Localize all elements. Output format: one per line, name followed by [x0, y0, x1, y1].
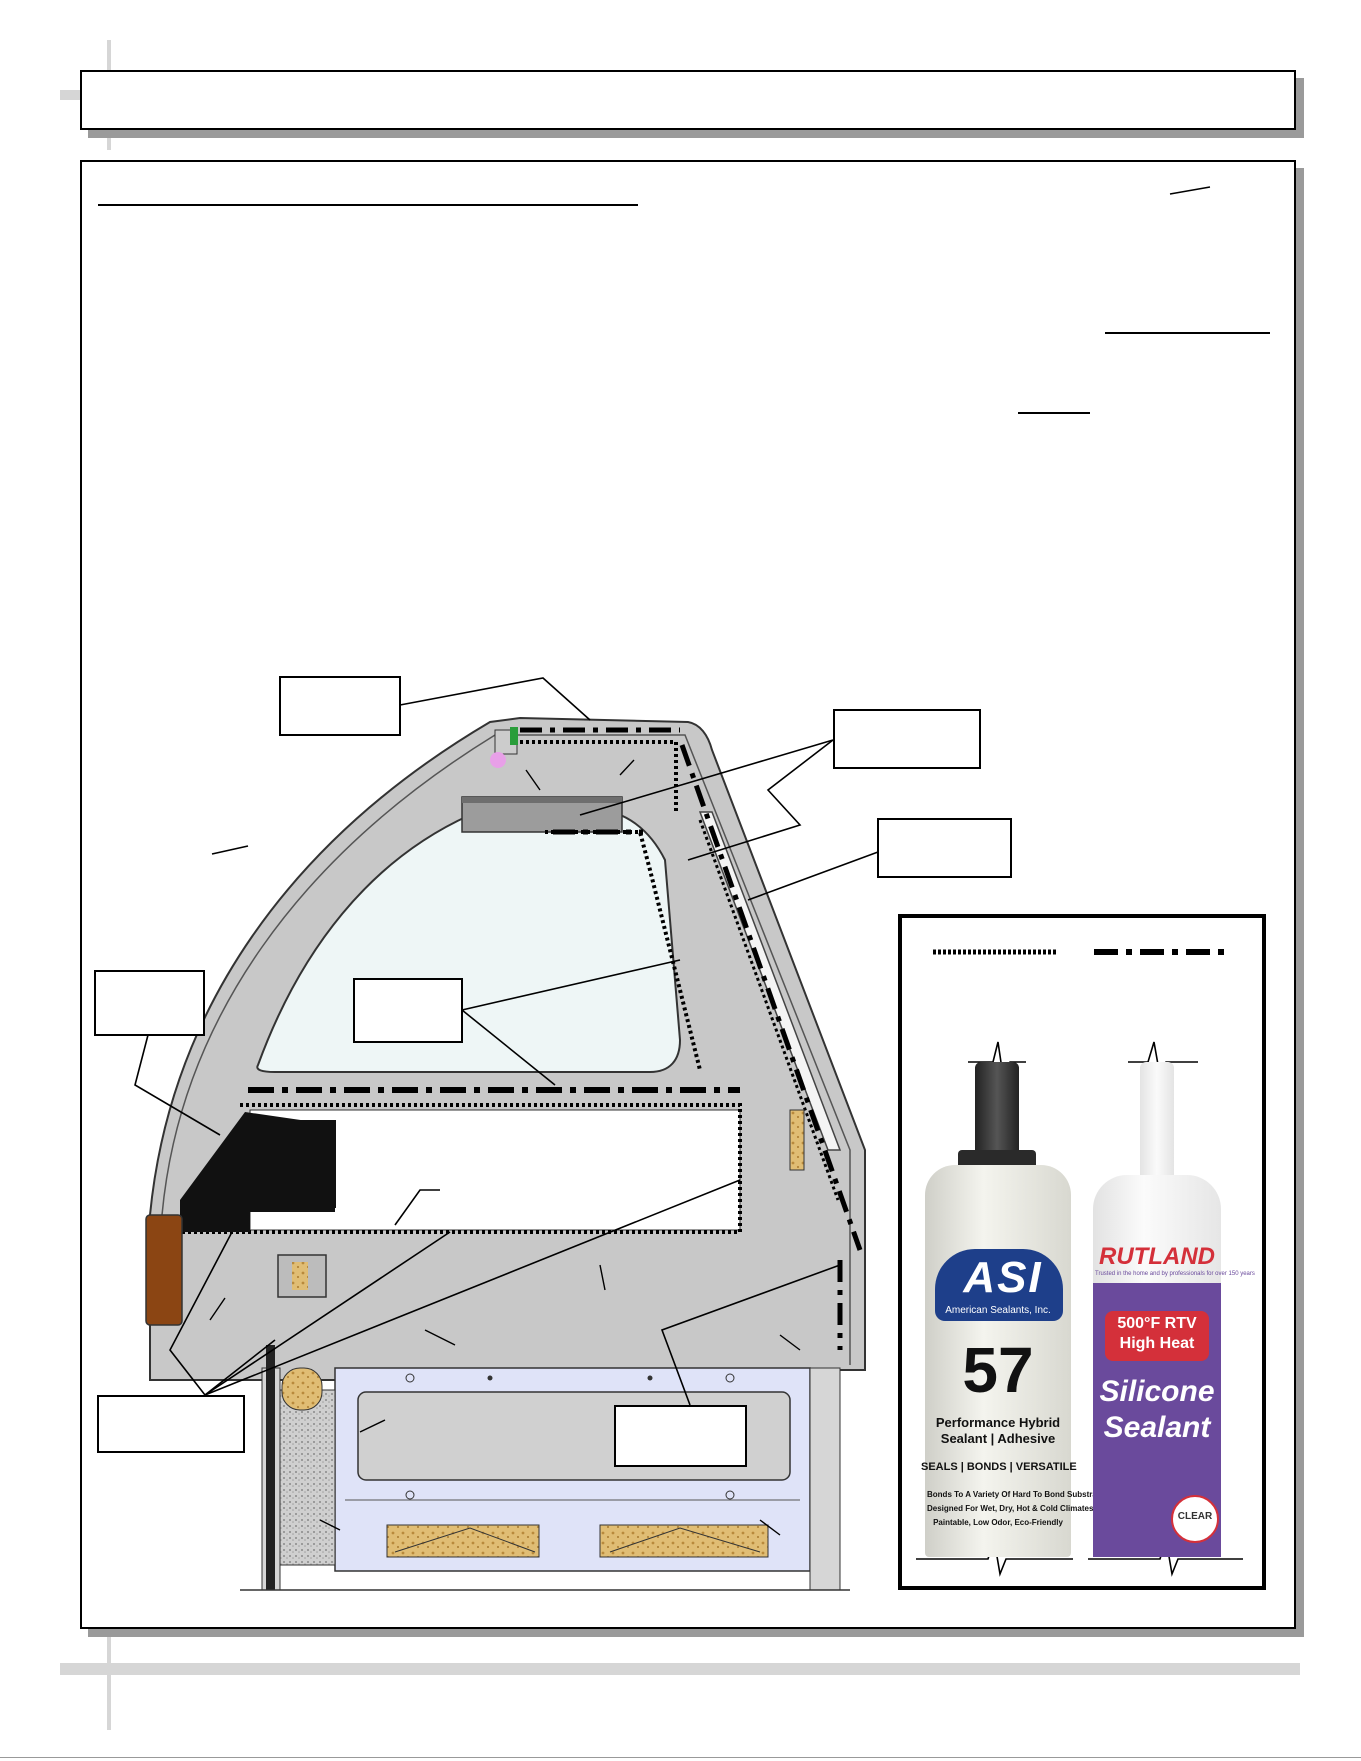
- heading-underline: [98, 204, 638, 206]
- asi-line5: Designed For Wet, Dry, Hot & Cold Climat…: [927, 1504, 1094, 1513]
- deck-dotted-outline: [180, 1103, 742, 1234]
- leader-deck-2: [461, 1009, 556, 1086]
- rutland-tube-nozzle: [1140, 1062, 1174, 1182]
- asi-line1: Performance Hybrid: [935, 1415, 1061, 1430]
- label-base: [614, 1405, 747, 1467]
- leader-deck-1: [461, 959, 681, 1011]
- asi-tube-body: ASI American Sealants, Inc. 57 Performan…: [921, 1165, 1109, 1557]
- front-bumper: [145, 1214, 183, 1326]
- leader-bottom-3: [204, 1179, 741, 1396]
- margin-guide-bottom: [107, 1630, 111, 1730]
- label-front-glass: [279, 676, 401, 736]
- rutland-brand: RUTLAND: [1099, 1243, 1215, 1270]
- header-box: [80, 70, 1296, 130]
- rutland-heat1: 500°F RTV: [1117, 1315, 1197, 1332]
- leader-gaskets-1: [579, 739, 834, 816]
- label-front-panel: [94, 970, 205, 1036]
- leader-bottom-2: [204, 1231, 451, 1396]
- asi-tube-nozzle: [975, 1062, 1019, 1154]
- asi-line4: Bonds To A Variety Of Hard To Bond Subst…: [927, 1490, 1109, 1499]
- leader-bottom-1: [169, 1231, 233, 1396]
- rutland-name2: Sealant: [1103, 1411, 1211, 1444]
- leader-left-note: [211, 845, 249, 855]
- label-rear-glass: [877, 818, 1012, 878]
- text-underline-2: [1018, 412, 1090, 414]
- leader-bottom-4: [204, 1339, 276, 1396]
- base-wood-block-right: [599, 1524, 769, 1558]
- rutland-tube-body: RUTLAND Trusted in the home and by profe…: [1093, 1175, 1255, 1557]
- gasket-rear-dashdot: [679, 744, 863, 1251]
- asi-line3: SEALS | BONDS | VERSATILE: [921, 1461, 1077, 1473]
- front-glass-window: [256, 808, 682, 1073]
- leader-front-panel-1: [134, 1034, 221, 1136]
- asi-maker: American Sealants, Inc.: [945, 1305, 1051, 1316]
- text-underline-1: [1105, 332, 1270, 334]
- asi-brand: ASI: [963, 1253, 1043, 1302]
- leader-gaskets-2: [687, 739, 834, 861]
- base-insulation-column: [279, 1389, 336, 1566]
- rutland-name1: Silicone: [1099, 1375, 1215, 1408]
- case-inner-line: [161, 734, 851, 1365]
- rutland-heat2: High Heat: [1119, 1335, 1195, 1352]
- rutland-clear: CLEAR: [1177, 1511, 1213, 1522]
- footer-rule: [60, 1663, 1300, 1675]
- asi-number: 57: [962, 1334, 1034, 1406]
- bottom-hairline: [0, 1757, 1361, 1758]
- gasket-top-dotted: [520, 740, 678, 812]
- label-gaskets: [833, 709, 981, 769]
- rutland-heat-badge: [1105, 1311, 1209, 1361]
- leader-rear-glass: [747, 851, 879, 901]
- asi-line2: Sealant | Adhesive: [940, 1431, 1056, 1446]
- rutland-tagline: Trusted in the home and by professionals…: [1095, 1271, 1255, 1277]
- rutland-clear-badge: [1171, 1495, 1219, 1543]
- asi-line6: Paintable, Low Odor, Eco-Friendly: [933, 1518, 1063, 1527]
- label-bottom-joints: [97, 1395, 245, 1453]
- label-deck: [353, 978, 463, 1043]
- wood-arch: [281, 1367, 323, 1411]
- leader-deck-note: [394, 1189, 440, 1226]
- margin-guide-top-h: [60, 90, 85, 100]
- rear-wood-strip: [789, 1109, 805, 1171]
- asi-logo-band: [935, 1249, 1063, 1321]
- leader-base: [660, 1264, 841, 1406]
- left-post: [266, 1345, 275, 1590]
- leader-front-glass: [399, 677, 591, 721]
